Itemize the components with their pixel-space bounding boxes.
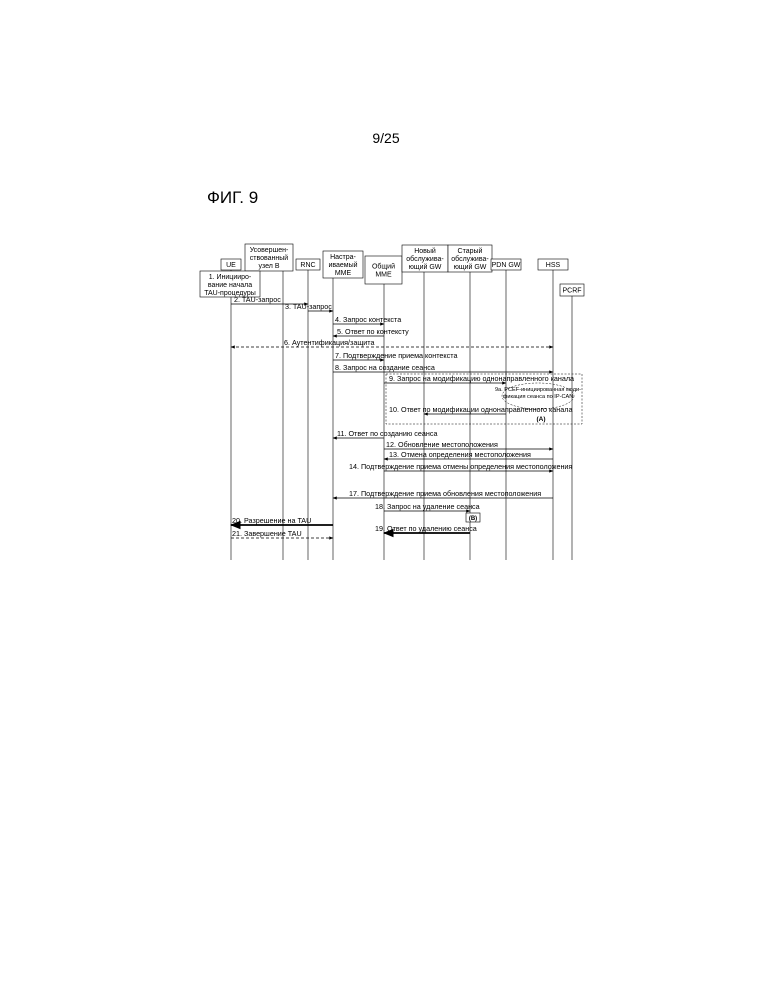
tau-trigger-label: 1. Иницииро- (209, 274, 252, 281)
message-label-13: 14. Подтверждение приема отмены определе… (349, 462, 572, 471)
entity-label-enb: ствованный (250, 254, 289, 262)
entity-label-cmme: MME (335, 270, 352, 277)
marker-a: (A) (536, 416, 545, 423)
entity-label-enb: Усовершен- (250, 247, 289, 254)
entity-label-osgw: обслужива- (451, 255, 489, 263)
message-label-18: 21. Завершение TAU (232, 529, 302, 538)
entity-label-nsgw: обслужива- (406, 255, 444, 263)
tau-trigger-label: вание начала (208, 282, 252, 289)
entity-label-nsgw: Новый (414, 247, 436, 255)
entity-label-osgw: Старый (458, 247, 483, 255)
message-label-12: 13. Отмена определения местоположения (389, 450, 531, 459)
entity-label-osgw: ющий GW (454, 263, 487, 271)
message-label-7: 8. Запрос на создание сеанса (335, 363, 435, 372)
message-label-5: 6. Аутентификация/защита (284, 338, 374, 347)
message-label-3: 4. Запрос контекста (335, 315, 401, 324)
message-label-8: 9. Запрос на модификацию однонаправленно… (389, 374, 574, 383)
message-label-14: 17. Подтверждение приема обновления мест… (349, 489, 541, 498)
entity-label-cmme: Настра- (330, 254, 356, 261)
entity-label-enb: узел B (259, 263, 280, 270)
entity-label-gmme: MME (375, 272, 392, 279)
entity-label-pcrf: PCRF (562, 288, 581, 295)
message-label-17: 20. Разрешение на TAU (232, 516, 311, 525)
message-label-11: 12. Обновление местоположения (386, 440, 498, 449)
message-label-15: 18. Запрос на удаление сеанса (375, 502, 480, 511)
entity-label-hss: HSS (546, 262, 561, 269)
pcef-note-label: 9a. PCEF-инициированная моди- (495, 387, 581, 393)
pcef-note-label: фикация сеанса по IP-CAN (503, 394, 574, 400)
entity-label-cmme: иваемый (328, 261, 357, 269)
entity-label-ue: UE (226, 262, 236, 269)
message-label-6: 7. Подтверждение приема контекста (335, 351, 457, 360)
message-label-2: 3. TAU-запрос (285, 302, 332, 311)
entity-label-gmme: Общий (372, 263, 395, 271)
message-label-16: 19. Ответ по удалению сеанса (375, 524, 477, 533)
entity-label-rnc: RNC (300, 262, 315, 269)
message-label-9: 10. Ответ по модификации однонаправленно… (389, 405, 572, 414)
message-label-4: 5. Ответ по контексту (337, 327, 409, 336)
entity-label-nsgw: ющий GW (409, 263, 442, 271)
marker-b: (B) (469, 516, 477, 522)
entity-label-pgw: PDN GW (492, 262, 521, 269)
message-label-10: 11. Ответ по созданию сеанса (337, 429, 437, 438)
message-label-1: 2. TAU-запрос (234, 295, 281, 304)
